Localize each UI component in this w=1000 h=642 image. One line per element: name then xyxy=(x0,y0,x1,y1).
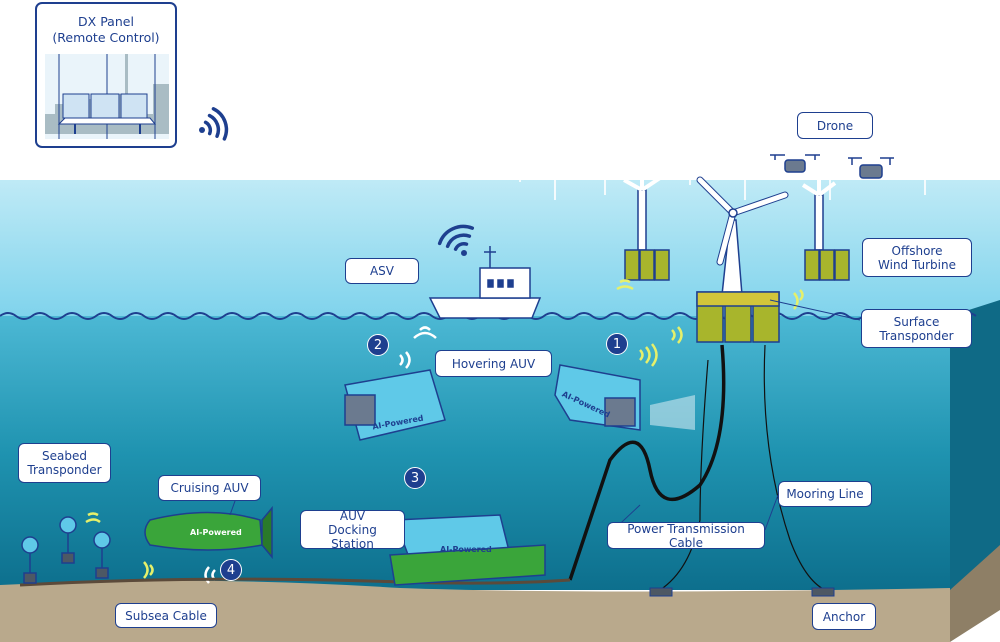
label-hovering-auv: Hovering AUV xyxy=(435,350,552,377)
signal-waves xyxy=(85,279,804,579)
label-drone: Drone xyxy=(797,112,873,139)
boat-icon xyxy=(428,246,542,319)
control-room-illustration xyxy=(45,54,169,139)
drone-icon xyxy=(770,154,894,179)
anchor-block-icon xyxy=(649,587,835,597)
signal-waves xyxy=(204,326,437,584)
auv-text-docked: AI-Powered xyxy=(440,545,492,554)
label-cruising-auv: Cruising AUV xyxy=(158,475,261,501)
label-asv: ASV xyxy=(345,258,419,284)
label-mooring-line: Mooring Line xyxy=(778,481,872,507)
mooring-line xyxy=(659,344,826,591)
auv-text-cruising: AI-Powered xyxy=(190,528,242,537)
dx-panel-card: DX Panel(Remote Control) xyxy=(35,2,177,148)
transponder-icon xyxy=(21,516,111,584)
dx-panel-title: DX Panel xyxy=(78,14,134,29)
turbine-float xyxy=(624,249,850,281)
sea-surface-band xyxy=(0,180,1000,318)
label-anchor: Anchor xyxy=(812,603,876,630)
marker-4: 4 xyxy=(220,559,242,581)
power-transmission-cable xyxy=(568,344,726,581)
marker-3: 3 xyxy=(404,467,426,489)
subsea-cable xyxy=(19,577,571,587)
side-face xyxy=(950,300,1000,600)
wifi-signal-icon xyxy=(199,107,475,256)
label-subsea-cable: Subsea Cable xyxy=(115,603,217,628)
main-wind-turbine xyxy=(696,176,789,343)
marker-2: 2 xyxy=(367,334,389,356)
wind-turbine-icon xyxy=(623,165,837,251)
marker-1: 1 xyxy=(606,333,628,355)
auv-icon xyxy=(144,364,695,586)
dx-panel-subtitle: (Remote Control) xyxy=(52,30,160,45)
seabed xyxy=(0,580,950,642)
label-power-transmission-cable: Power Transmission Cable xyxy=(607,522,765,550)
